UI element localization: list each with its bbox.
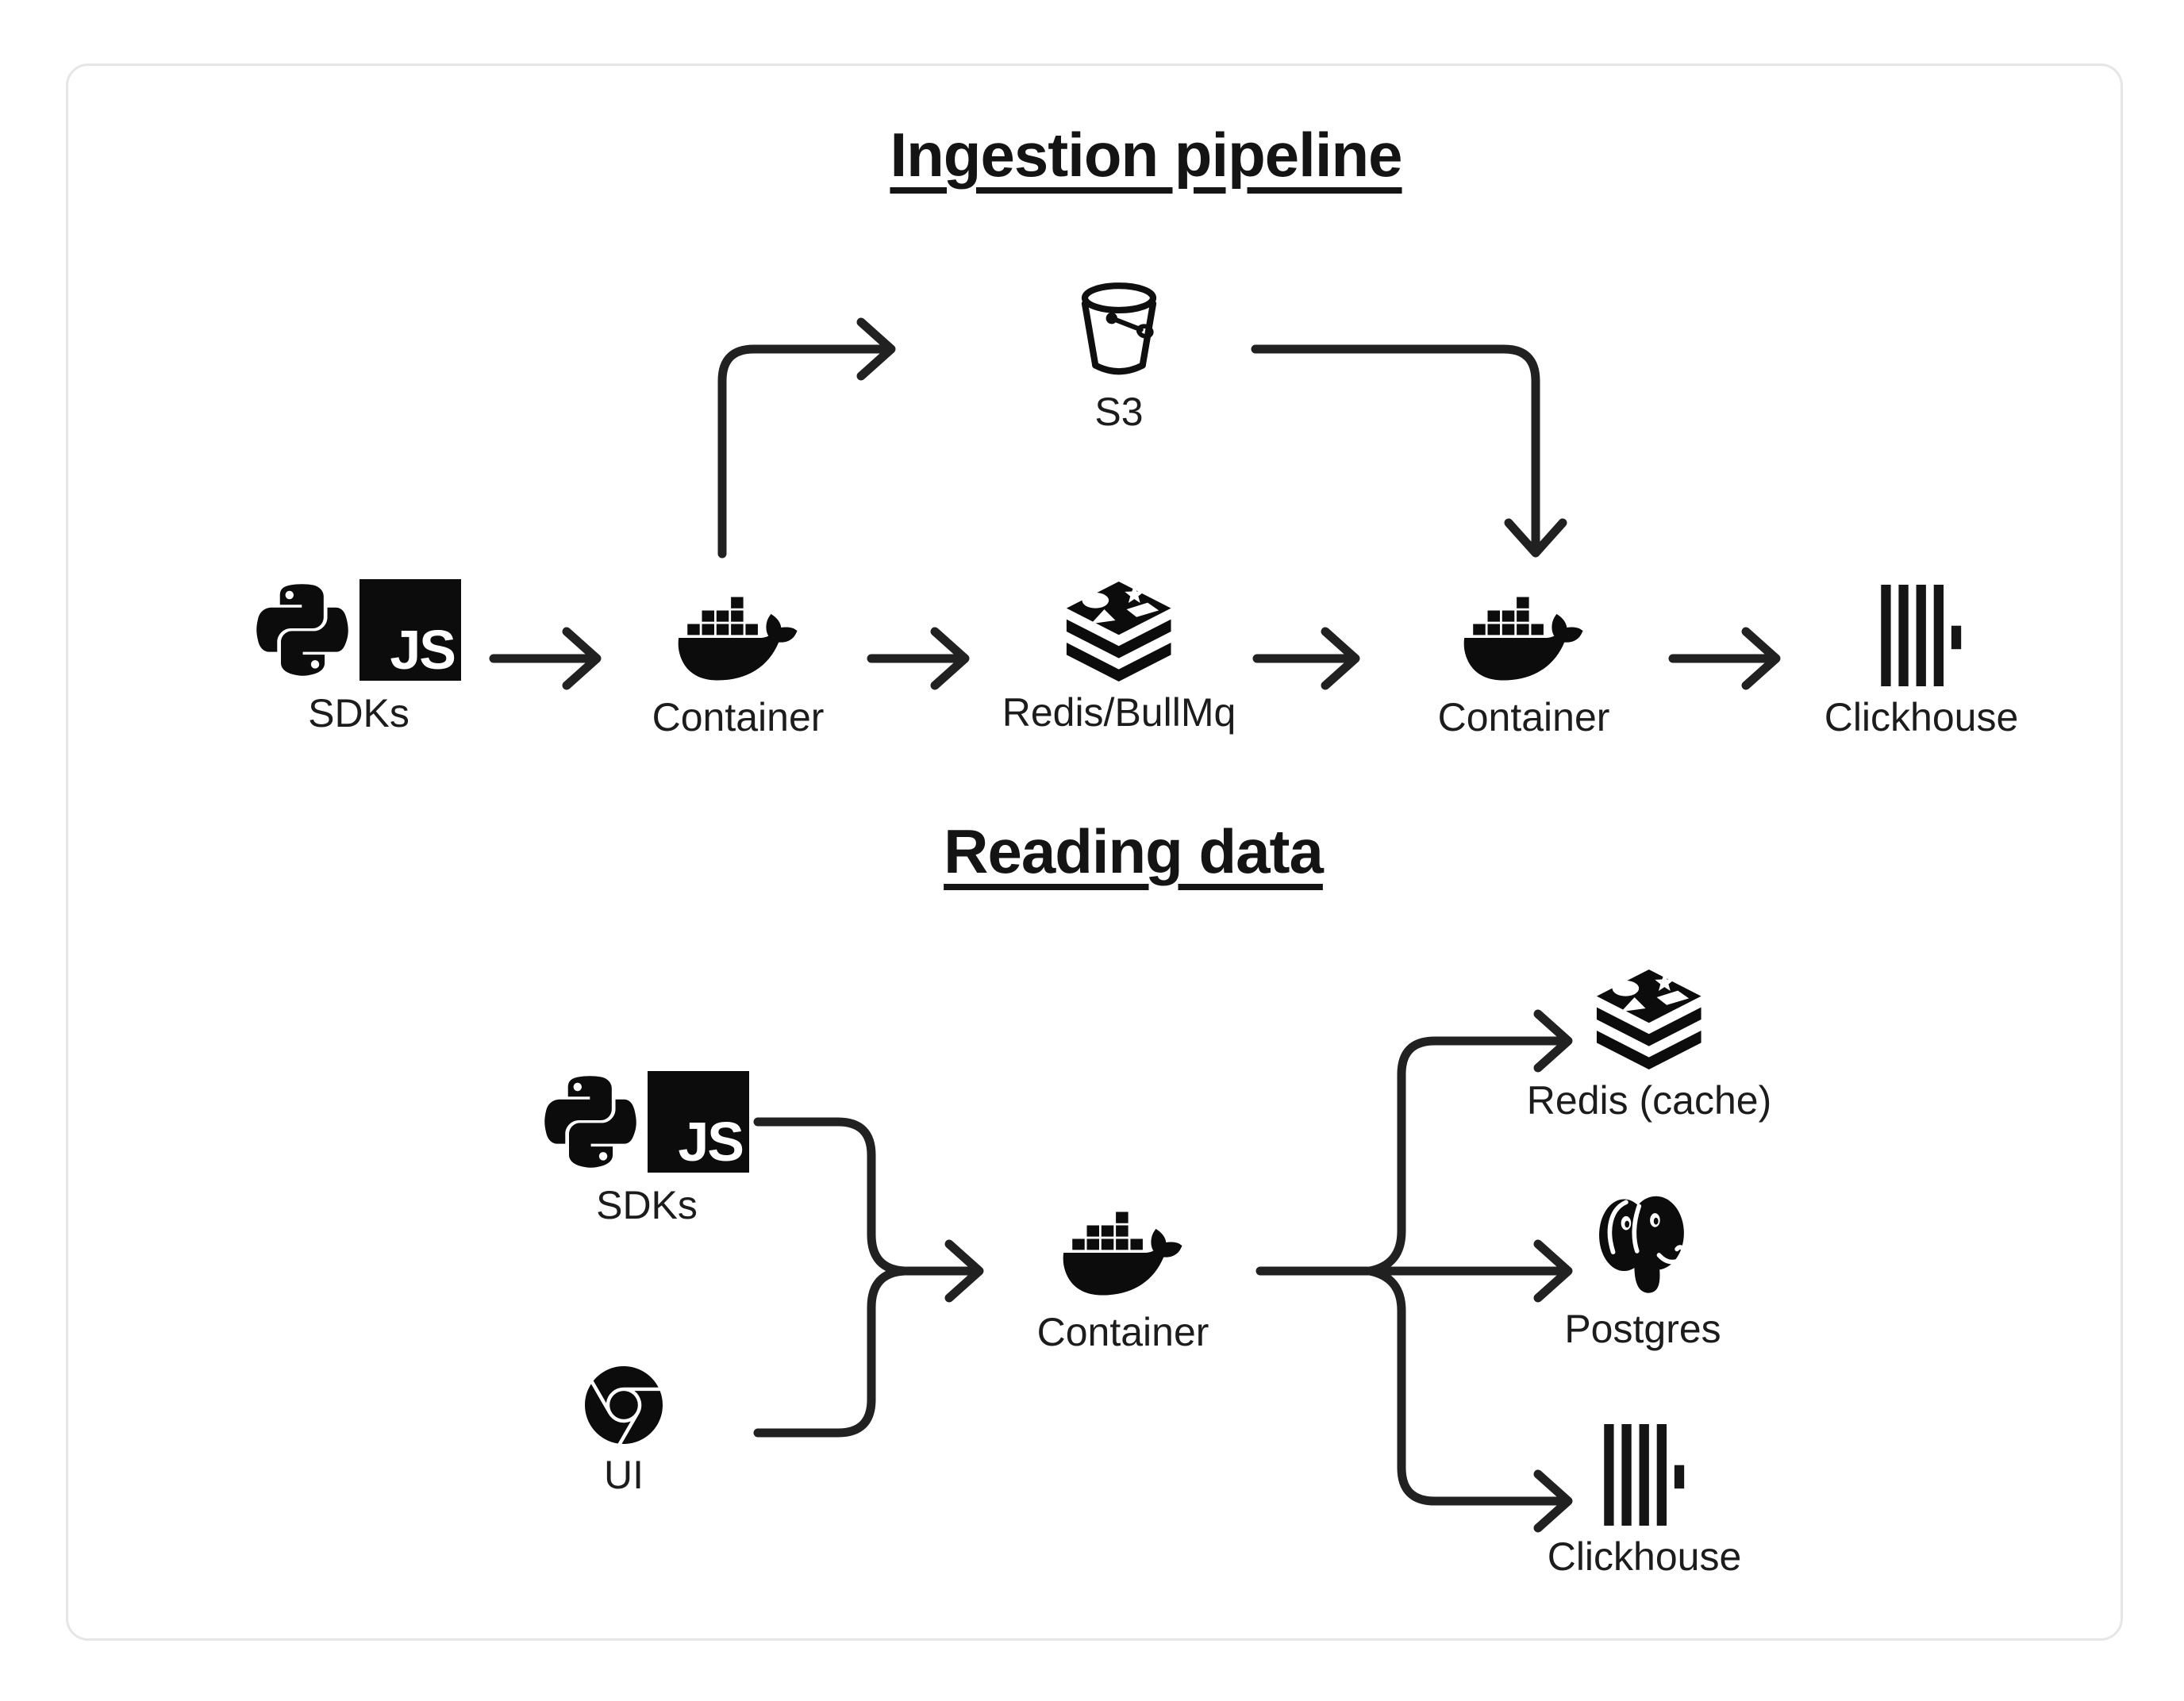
node-ingestion-sdks: JS SDKs [256, 578, 461, 735]
js-logo-text: JS [390, 618, 456, 681]
node-label: S3 [1094, 390, 1144, 434]
chrome-icon [585, 1366, 663, 1444]
redis-icon [1067, 582, 1171, 682]
redis-icon [1597, 970, 1701, 1069]
node-reading-redis-cache: Redis (cache) [1527, 970, 1771, 1123]
sdk-logos: JS [544, 1069, 749, 1174]
javascript-icon: JS [360, 579, 461, 681]
js-logo-text: JS [678, 1110, 744, 1173]
postgres-icon [1598, 1196, 1686, 1293]
node-ingestion-s3: S3 [1074, 279, 1164, 434]
node-label: Redis (cache) [1526, 1078, 1772, 1123]
node-label: UI [604, 1453, 644, 1497]
python-icon [256, 584, 348, 676]
sdk-logos: JS [256, 578, 461, 682]
node-label: Postgres [1564, 1307, 1721, 1351]
node-ingestion-container-2: Container [1437, 591, 1610, 739]
reading-data-title: Reading data [944, 816, 1324, 886]
ingestion-pipeline-title: Ingestion pipeline [890, 120, 1402, 190]
node-label: Container [652, 695, 825, 739]
node-label: SDKs [596, 1183, 698, 1227]
node-ingestion-redis: Redis/BullMq [1002, 582, 1236, 735]
javascript-icon: JS [648, 1071, 749, 1173]
docker-icon [1464, 597, 1583, 681]
s3-bucket-icon [1081, 282, 1157, 375]
diagram-card [66, 63, 2123, 1641]
node-reading-postgres: Postgres [1564, 1193, 1721, 1351]
node-label: Redis/BullMq [1002, 690, 1236, 735]
node-label: Clickhouse [1547, 1534, 1742, 1579]
node-label: Container [1036, 1310, 1209, 1354]
node-label: Container [1437, 695, 1610, 739]
docker-icon [1063, 1211, 1182, 1296]
node-ingestion-clickhouse: Clickhouse [1824, 585, 2019, 739]
node-ingestion-container-1: Container [652, 591, 825, 739]
node-reading-ui: UI [585, 1366, 663, 1497]
node-reading-clickhouse: Clickhouse [1547, 1424, 1742, 1579]
clickhouse-icon [1881, 585, 1962, 686]
node-reading-container: Container [1037, 1206, 1209, 1354]
docker-icon [679, 597, 798, 681]
python-icon [544, 1076, 636, 1168]
node-reading-sdks: JS SDKs [544, 1069, 749, 1227]
clickhouse-icon [1604, 1424, 1685, 1526]
node-label: Clickhouse [1824, 695, 2019, 739]
node-label: SDKs [308, 691, 410, 735]
